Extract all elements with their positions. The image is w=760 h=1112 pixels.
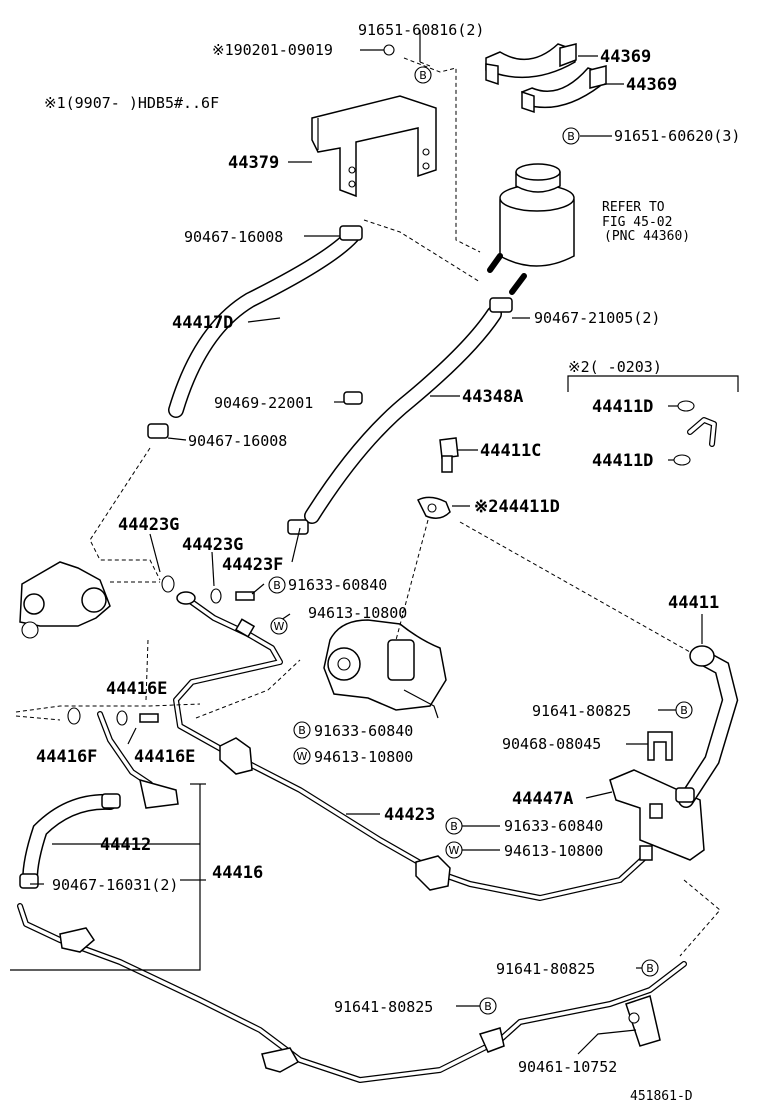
label-91651-60620: 91651-60620(3) bbox=[614, 127, 740, 145]
union-44411c bbox=[439, 437, 459, 473]
label-44423f: 44423F bbox=[222, 555, 283, 575]
banjo-fitting-44411d bbox=[416, 496, 451, 519]
engine-fragment bbox=[19, 561, 111, 639]
label-91641-80825-c: 91641-80825 bbox=[334, 998, 433, 1016]
dashed-lines bbox=[15, 57, 721, 957]
bolt-icon bbox=[139, 713, 159, 723]
svg-text:W: W bbox=[297, 750, 308, 763]
gasket-icon bbox=[67, 707, 81, 725]
label-44411: 44411 bbox=[668, 593, 719, 613]
refer-line-1: REFER TO bbox=[602, 200, 665, 215]
part-labels: 91651-60816(2) ※190201-09019 44369 44369… bbox=[36, 21, 740, 1076]
svg-text:W: W bbox=[449, 844, 460, 857]
clamp-icon bbox=[147, 423, 169, 439]
bracket-44369-upper bbox=[485, 43, 577, 86]
svg-text:B: B bbox=[450, 820, 458, 833]
label-44423g-a: 44423G bbox=[118, 515, 179, 535]
gasket-icon bbox=[116, 710, 128, 726]
label-90467-16031: 90467-16031(2) bbox=[52, 876, 178, 894]
label-91633-60840-b: 91633-60840 bbox=[314, 722, 413, 740]
label-190201-09019: ※190201-09019 bbox=[212, 41, 333, 59]
label-91651-60816: 91651-60816(2) bbox=[358, 21, 484, 39]
reservoir-tank bbox=[487, 163, 575, 295]
label-44348a: 44348A bbox=[462, 387, 523, 407]
label-94613-10800-a: 94613-10800 bbox=[308, 604, 407, 622]
label-44417d: 44417D bbox=[172, 313, 233, 333]
label-44423g-b: 44423G bbox=[182, 535, 243, 555]
clamp-44423 bbox=[219, 737, 451, 891]
power-steering-pump bbox=[323, 619, 447, 719]
washer-icon bbox=[383, 44, 395, 56]
svg-text:W: W bbox=[274, 620, 285, 633]
gasket-icon bbox=[210, 588, 222, 604]
clamp-icon bbox=[339, 225, 363, 241]
bracket-44379 bbox=[311, 95, 437, 198]
label-90468-08045: 90468-08045 bbox=[502, 735, 601, 753]
label-44416f: 44416F bbox=[36, 747, 97, 767]
label-44369-lower: 44369 bbox=[626, 75, 677, 95]
leader-lines bbox=[10, 30, 739, 1055]
figure-id: 451861-D bbox=[630, 1089, 693, 1104]
cooler-pipe bbox=[17, 903, 687, 1083]
label-44447a: 44447A bbox=[512, 789, 573, 809]
label-44423: 44423 bbox=[384, 805, 435, 825]
gasket-icon bbox=[677, 400, 695, 412]
gasket-icon bbox=[673, 454, 691, 466]
label-91641-80825-b: 91641-80825 bbox=[496, 960, 595, 978]
label-90469-22001: 90469-22001 bbox=[214, 394, 313, 412]
label-44416: 44416 bbox=[212, 863, 263, 883]
label-44416e-a: 44416E bbox=[106, 679, 167, 699]
label-44411c: 44411C bbox=[480, 441, 541, 461]
svg-text:B: B bbox=[298, 724, 306, 737]
svg-text:B: B bbox=[646, 962, 654, 975]
svg-text:B: B bbox=[484, 1000, 492, 1013]
label-90467-21005: 90467-21005(2) bbox=[534, 309, 660, 327]
label-91641-80825-a: 91641-80825 bbox=[532, 702, 631, 720]
label-90467-16008-b: 90467-16008 bbox=[188, 432, 287, 450]
svg-text:B: B bbox=[273, 579, 281, 592]
label-91633-60840-a: 91633-60840 bbox=[288, 576, 387, 594]
label-44369-upper: 44369 bbox=[600, 47, 651, 67]
label-90461-10752: 90461-10752 bbox=[518, 1058, 617, 1076]
label-94613-10800-c: 94613-10800 bbox=[504, 842, 603, 860]
clamp-icon bbox=[287, 519, 309, 535]
label-91633-60840-c: 91633-60840 bbox=[504, 817, 603, 835]
bolt-icon bbox=[235, 591, 255, 601]
gasket-icon bbox=[161, 575, 175, 593]
note-2: ※2( -0203) bbox=[568, 358, 662, 376]
refer-line-2: FIG 45-02 bbox=[602, 215, 672, 230]
label-44411d-a: 44411D bbox=[592, 397, 653, 417]
label-44379: 44379 bbox=[228, 153, 279, 173]
clamp-90468 bbox=[647, 731, 673, 761]
label-90467-16008-a: 90467-16008 bbox=[184, 228, 283, 246]
symbol-circles: B B B W B W B B W B B bbox=[268, 66, 693, 1015]
label-44412: 44412 bbox=[100, 835, 151, 855]
note-1: ※1(9907- )HDB5#..6F bbox=[44, 94, 219, 112]
label-44411d-b: 44411D bbox=[592, 451, 653, 471]
label-44416e-b: 44416E bbox=[134, 747, 195, 767]
svg-text:B: B bbox=[419, 69, 427, 82]
clamp-bottom bbox=[59, 927, 661, 1073]
refer-line-3: (PNC 44360) bbox=[604, 229, 690, 244]
clamp-icon bbox=[343, 391, 363, 405]
svg-text:B: B bbox=[680, 704, 688, 717]
clamp-icon bbox=[489, 297, 513, 313]
label-44411d-c: ※244411D bbox=[474, 497, 560, 517]
svg-text:B: B bbox=[567, 130, 575, 143]
label-94613-10800-b: 94613-10800 bbox=[314, 748, 413, 766]
bracket-44369-lower bbox=[521, 65, 607, 114]
